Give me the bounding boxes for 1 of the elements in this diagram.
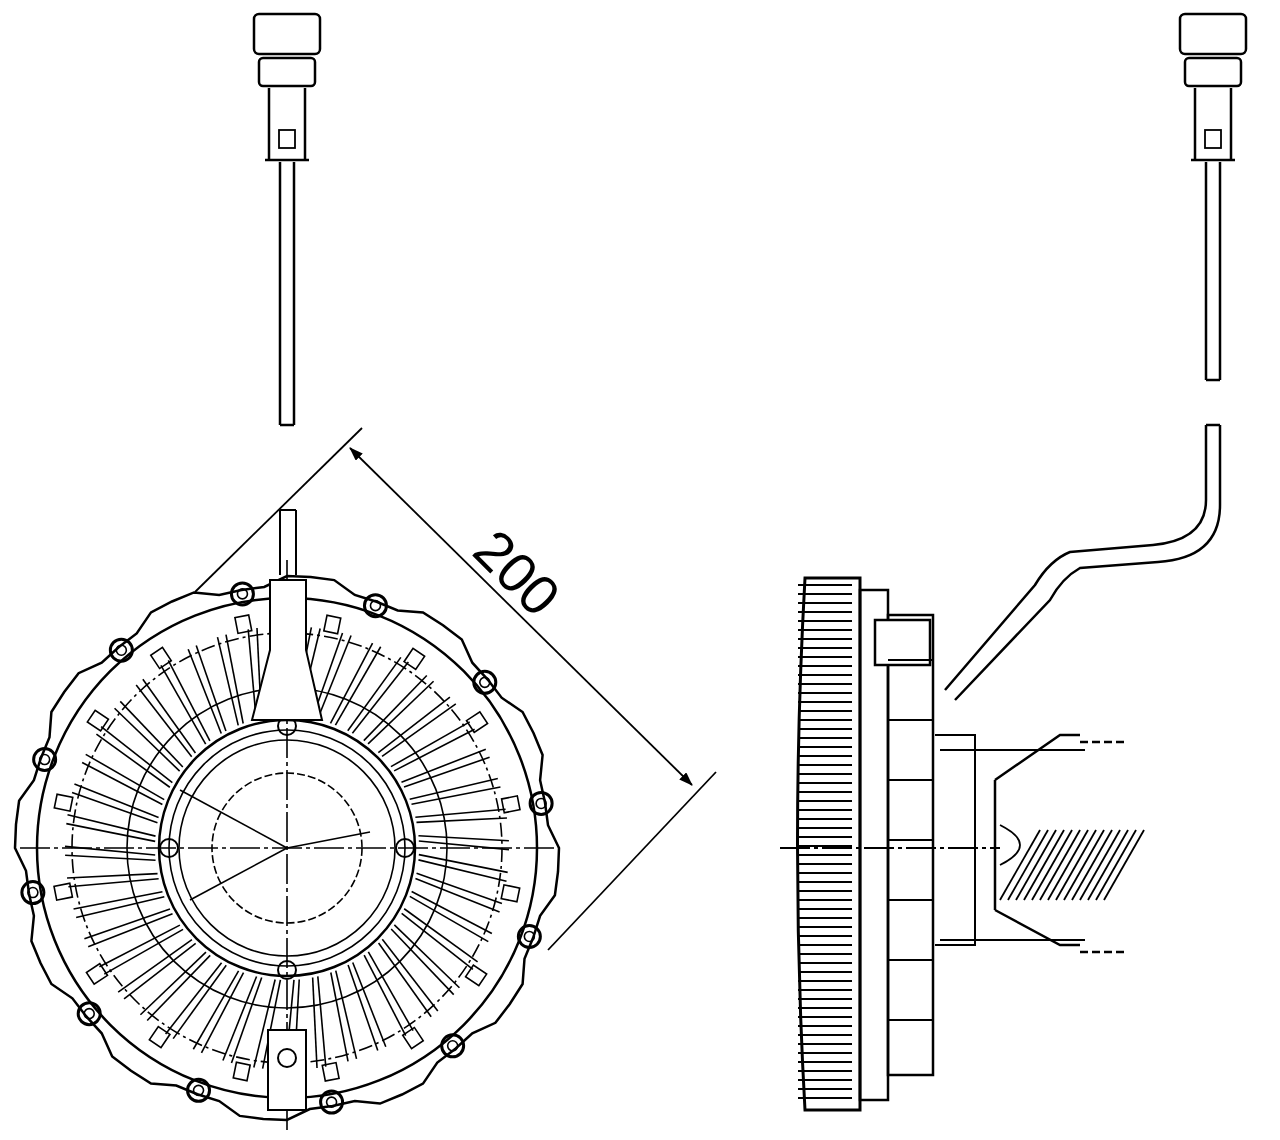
- dimension-label: 200: [463, 520, 570, 626]
